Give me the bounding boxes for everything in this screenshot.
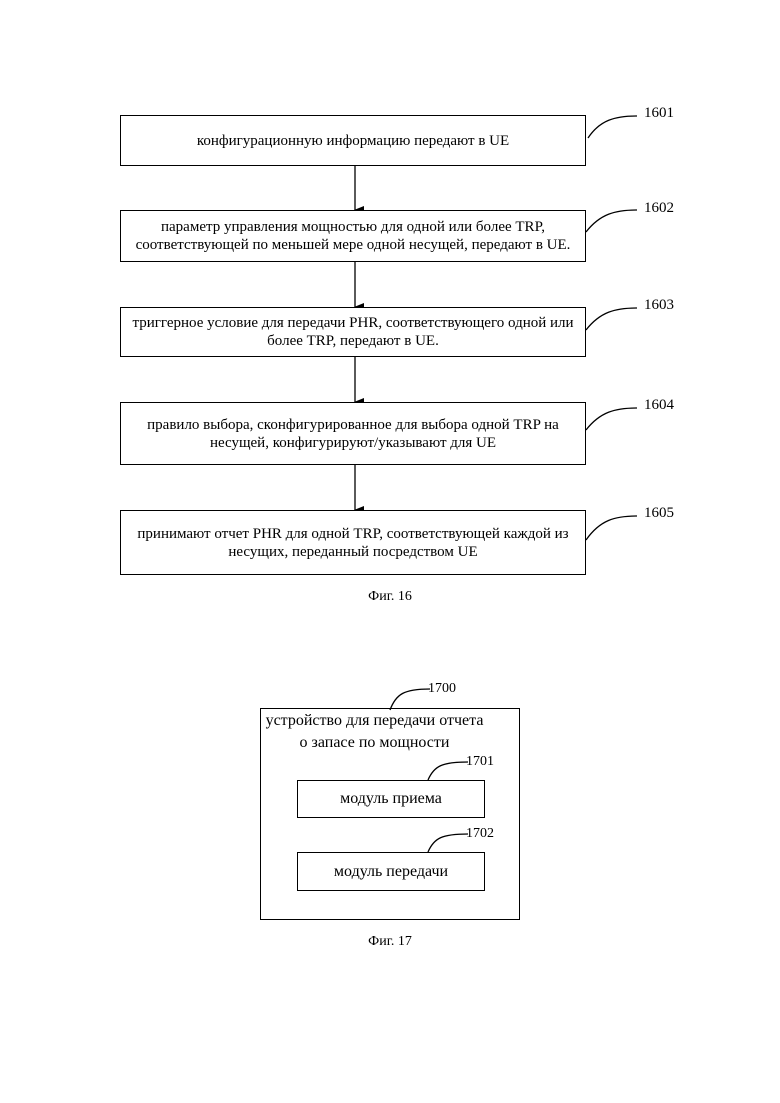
ref-label-1601: 1601 [644, 105, 674, 121]
transmit-module-box: модуль передачи [297, 852, 485, 891]
device-title: устройство для передачи отчета о запасе … [262, 710, 487, 754]
flow-step-text: триггерное условие для передачи PHR, соо… [127, 314, 579, 350]
flow-step-text: принимают отчет PHR для одной TRP, соотв… [127, 525, 579, 561]
leader-1604 [586, 408, 637, 430]
ref-label-1604: 1604 [644, 397, 674, 413]
flow-step-1601: конфигурационную информацию передают в U… [120, 115, 586, 166]
leader-1605 [586, 516, 637, 540]
leader-1601 [588, 116, 637, 138]
flow-step-1605: принимают отчет PHR для одной TRP, соотв… [120, 510, 586, 575]
leader-1700 [390, 689, 430, 710]
flow-step-1603: триггерное условие для передачи PHR, соо… [120, 307, 586, 357]
receive-module-label: модуль приема [340, 790, 442, 808]
ref-label-1702: 1702 [466, 826, 494, 842]
leader-1603 [586, 308, 637, 330]
ref-label-1603: 1603 [644, 297, 674, 313]
leader-1602 [586, 210, 637, 232]
ref-label-1700: 1700 [428, 681, 456, 697]
flow-step-text: правило выбора, сконфигурированное для в… [127, 416, 579, 452]
flow-step-text: конфигурационную информацию передают в U… [197, 132, 509, 150]
flow-step-text: параметр управления мощностью для одной … [127, 218, 579, 254]
ref-label-1602: 1602 [644, 200, 674, 216]
receive-module-box: модуль приема [297, 780, 485, 818]
figure-caption-17: Фиг. 17 [290, 934, 490, 950]
flow-step-1604: правило выбора, сконфигурированное для в… [120, 402, 586, 465]
flow-step-1602: параметр управления мощностью для одной … [120, 210, 586, 262]
figure-caption-16: Фиг. 16 [290, 589, 490, 605]
ref-label-1701: 1701 [466, 754, 494, 770]
ref-label-1605: 1605 [644, 505, 674, 521]
transmit-module-label: модуль передачи [334, 863, 448, 881]
